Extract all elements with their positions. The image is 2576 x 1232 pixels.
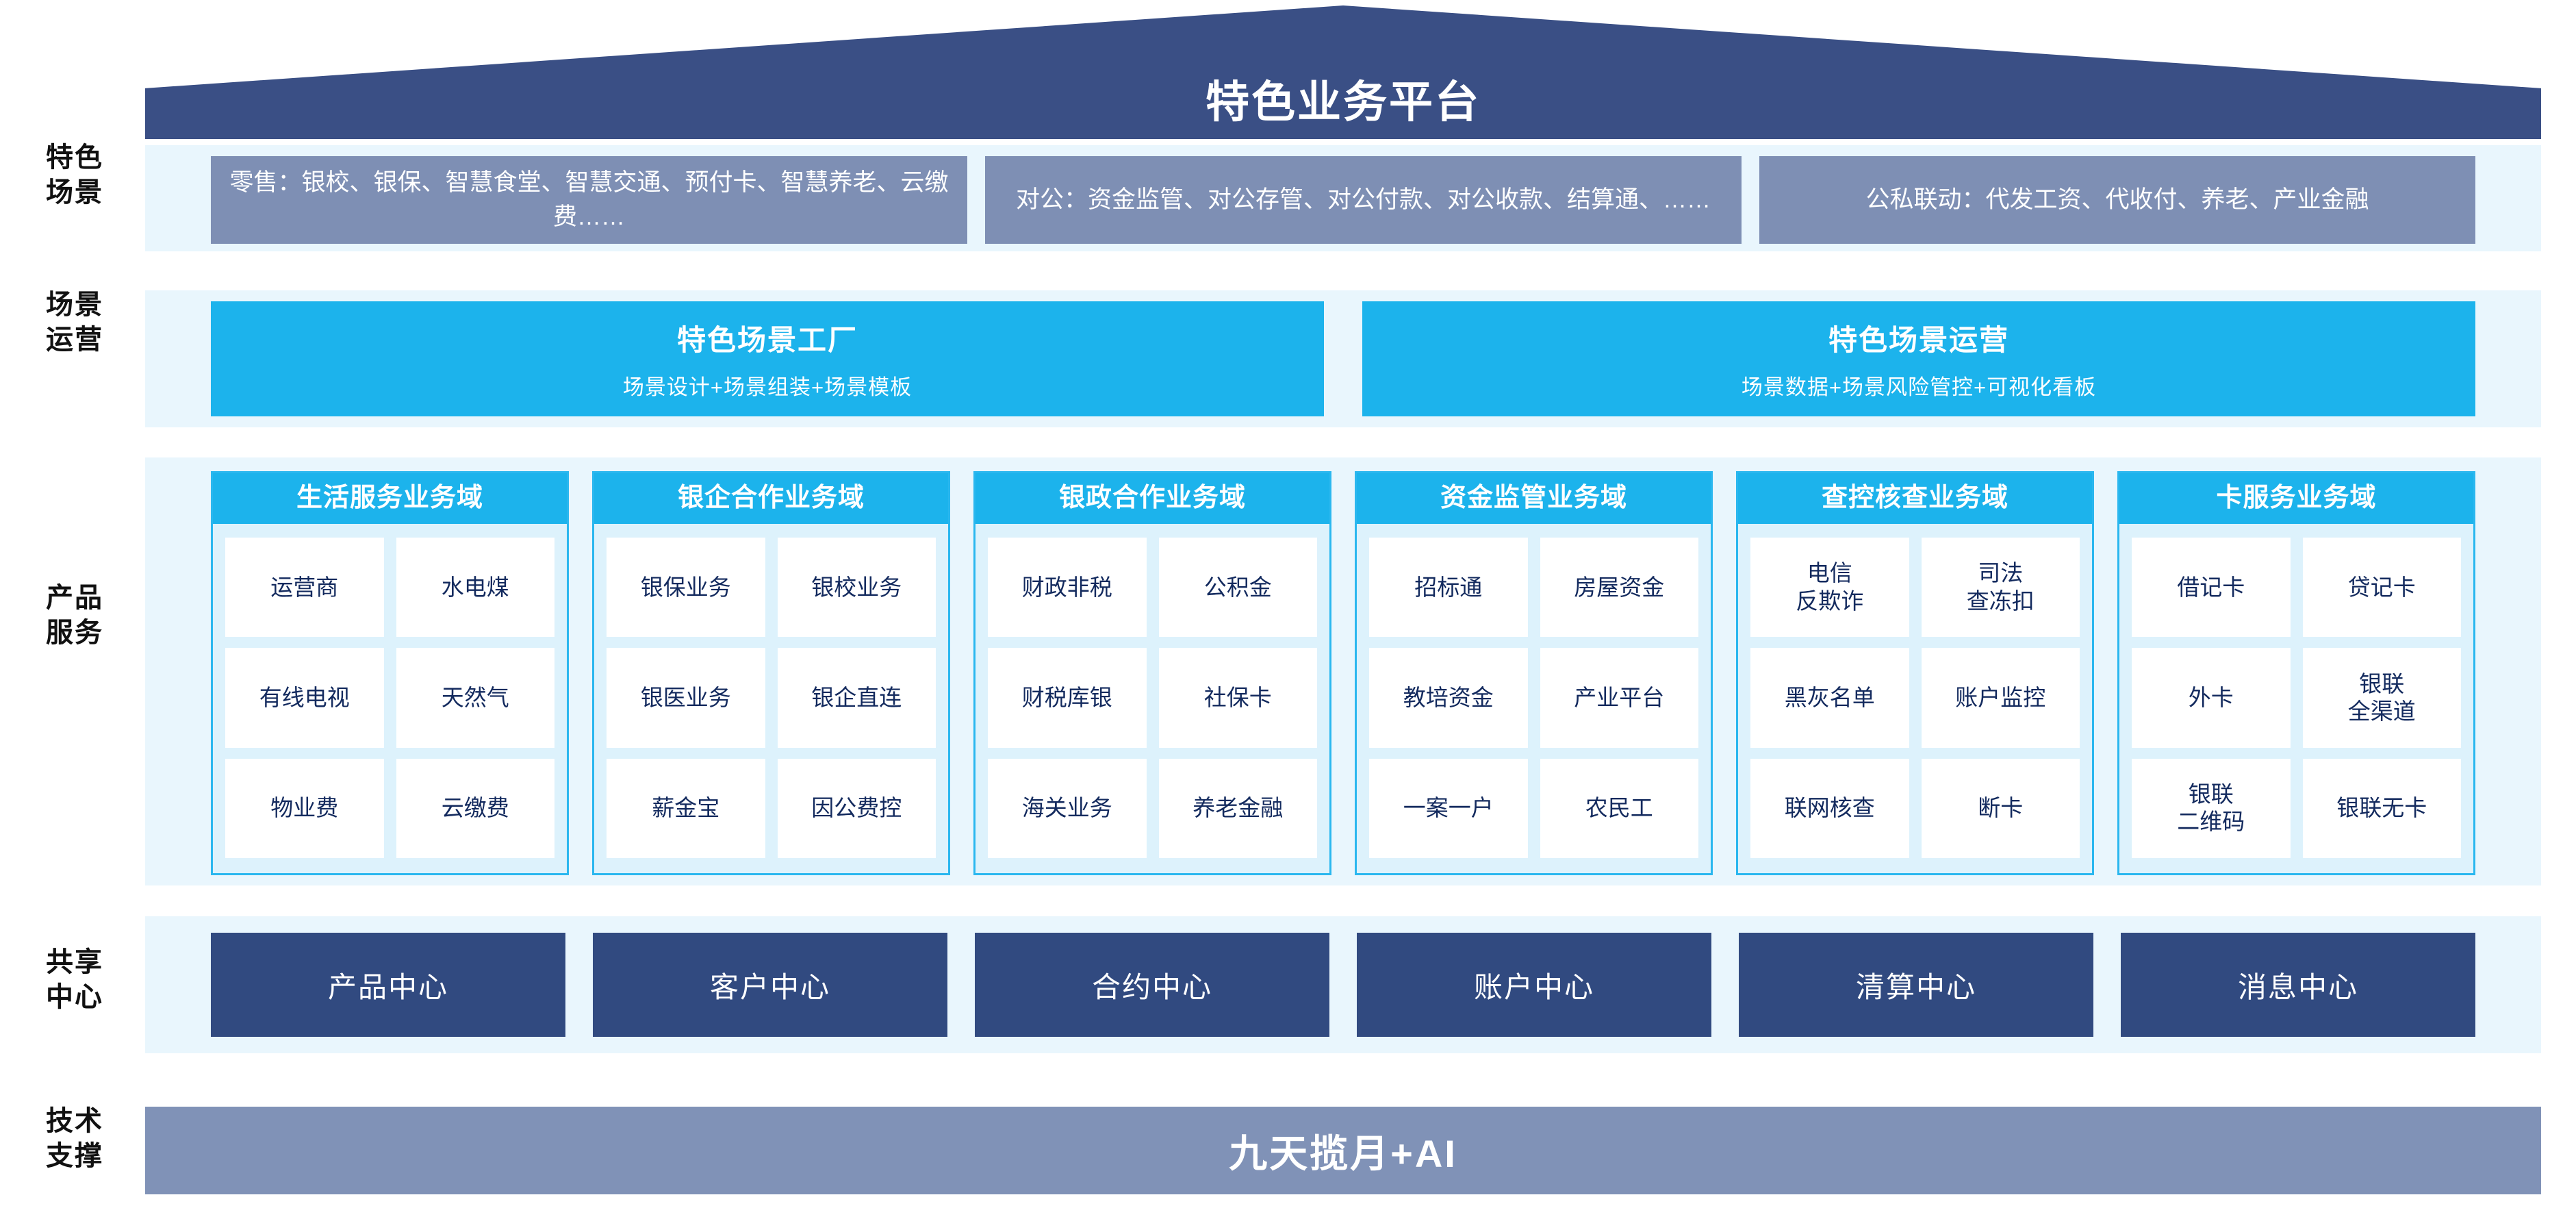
- domain-tile[interactable]: 运营商: [225, 538, 384, 638]
- domain-card-title: 银企合作业务域: [594, 473, 948, 524]
- domain-tile[interactable]: 物业费: [225, 758, 384, 858]
- domain-tile-grid: 银保业务 银校业务 银医业务 银企直连 薪金宝 因公费控: [594, 524, 948, 873]
- domain-tile[interactable]: 黑灰名单: [1750, 648, 1909, 748]
- domain-tile[interactable]: 银联 二维码: [2132, 758, 2291, 858]
- domain-tile[interactable]: 联网核查: [1750, 758, 1909, 858]
- domain-tile-grid: 运营商 水电煤 有线电视 天然气 物业费 云缴费: [213, 524, 567, 873]
- domain-tile-grid: 招标通 房屋资金 教培资金 产业平台 一案一户 农民工: [1357, 524, 1711, 873]
- shared-center-clearing[interactable]: 清算中心: [1739, 933, 2093, 1037]
- domain-tile[interactable]: 一案一户: [1369, 758, 1528, 858]
- operation-title: 特色场景工厂: [676, 324, 858, 356]
- domain-tile-grid: 借记卡 贷记卡 外卡 银联 全渠道 银联 二维码 银联无卡: [2119, 524, 2473, 873]
- product-domain-row: 生活服务业务域 运营商 水电煤 有线电视 天然气 物业费 云缴费 银企合作业务域…: [145, 471, 2541, 875]
- scene-operation-row: 特色场景工厂 场景设计+场景组装+场景模板 特色场景运营 场景数据+场景风险管控…: [145, 301, 2541, 416]
- domain-tile[interactable]: 有线电视: [225, 648, 384, 748]
- domain-tile[interactable]: 云缴费: [396, 758, 554, 858]
- domain-tile[interactable]: 薪金宝: [607, 758, 765, 858]
- domain-card-title: 银政合作业务域: [975, 473, 1329, 524]
- domain-tile[interactable]: 贷记卡: [2302, 538, 2461, 638]
- domain-tile-grid: 电信 反欺诈 司法 查冻扣 黑灰名单 账户监控 联网核查 断卡: [1738, 524, 2092, 873]
- page-title: 特色业务平台: [1206, 77, 1481, 127]
- scenario-box-public-private[interactable]: 公私联动：代发工资、代收付、养老、产业金融: [1759, 156, 2475, 244]
- shared-center-row: 产品中心 客户中心 合约中心 账户中心 清算中心 消息中心: [145, 933, 2541, 1037]
- domain-tile[interactable]: 公积金: [1158, 538, 1317, 638]
- domain-tile[interactable]: 电信 反欺诈: [1750, 538, 1909, 638]
- shared-center-contract[interactable]: 合约中心: [975, 933, 1329, 1037]
- domain-tile[interactable]: 水电煤: [396, 538, 554, 638]
- rail-label-tech-support: 技术 支撑: [46, 1106, 103, 1172]
- domain-tile[interactable]: 财政非税: [988, 538, 1147, 638]
- domain-card-title: 查控核查业务域: [1738, 473, 2092, 524]
- tech-support-bar[interactable]: 九天揽月+AI: [145, 1107, 2541, 1194]
- scenario-box-retail[interactable]: 零售：银校、银保、智慧食堂、智慧交通、预付卡、智慧养老、云缴费……: [211, 156, 967, 244]
- domain-tile[interactable]: 农民工: [1540, 758, 1698, 858]
- platform-roof-banner: 特色业务平台: [145, 5, 2541, 139]
- domain-tile[interactable]: 房屋资金: [1540, 538, 1698, 638]
- shared-center-account[interactable]: 账户中心: [1357, 933, 1711, 1037]
- domain-tile[interactable]: 账户监控: [1921, 648, 2080, 748]
- domain-card-life-service[interactable]: 生活服务业务域 运营商 水电煤 有线电视 天然气 物业费 云缴费: [211, 471, 569, 875]
- domain-tile[interactable]: 银企直连: [777, 648, 936, 748]
- operation-subtitle: 场景设计+场景组装+场景模板: [622, 375, 913, 399]
- operation-card-scene-operation[interactable]: 特色场景运营 场景数据+场景风险管控+可视化看板: [1362, 301, 2475, 416]
- domain-card-title: 卡服务业务域: [2119, 473, 2473, 524]
- domain-tile[interactable]: 招标通: [1369, 538, 1528, 638]
- scenario-box-corporate[interactable]: 对公：资金监管、对公存管、对公付款、对公收款、结算通、……: [985, 156, 1742, 244]
- rail-label-scene: 特色 场景: [46, 142, 103, 208]
- domain-tile[interactable]: 借记卡: [2132, 538, 2291, 638]
- shared-center-message[interactable]: 消息中心: [2121, 933, 2475, 1037]
- rail-label-product: 产品 服务: [46, 583, 103, 649]
- domain-card-title: 资金监管业务域: [1357, 473, 1711, 524]
- operation-subtitle: 场景数据+场景风险管控+可视化看板: [1741, 375, 2097, 399]
- domain-card-card-service[interactable]: 卡服务业务域 借记卡 贷记卡 外卡 银联 全渠道 银联 二维码 银联无卡: [2117, 471, 2475, 875]
- domain-tile[interactable]: 银校业务: [777, 538, 936, 638]
- operation-card-scene-factory[interactable]: 特色场景工厂 场景设计+场景组装+场景模板: [211, 301, 1324, 416]
- domain-tile[interactable]: 银保业务: [607, 538, 765, 638]
- domain-tile[interactable]: 银医业务: [607, 648, 765, 748]
- domain-card-bank-enterprise[interactable]: 银企合作业务域 银保业务 银校业务 银医业务 银企直连 薪金宝 因公费控: [592, 471, 950, 875]
- domain-tile[interactable]: 财税库银: [988, 648, 1147, 748]
- domain-tile[interactable]: 海关业务: [988, 758, 1147, 858]
- shared-center-customer[interactable]: 客户中心: [593, 933, 947, 1037]
- operation-title: 特色场景运营: [1828, 324, 2009, 356]
- domain-tile-grid: 财政非税 公积金 财税库银 社保卡 海关业务 养老金融: [975, 524, 1329, 873]
- rail-label-operation: 场景 运营: [46, 290, 103, 355]
- domain-card-fund-supervision[interactable]: 资金监管业务域 招标通 房屋资金 教培资金 产业平台 一案一户 农民工: [1355, 471, 1713, 875]
- domain-card-title: 生活服务业务域: [213, 473, 567, 524]
- domain-tile[interactable]: 因公费控: [777, 758, 936, 858]
- rail-label-shared-center: 共享 中心: [46, 947, 103, 1013]
- domain-tile[interactable]: 养老金融: [1158, 758, 1317, 858]
- domain-tile[interactable]: 社保卡: [1158, 648, 1317, 748]
- shared-center-product[interactable]: 产品中心: [211, 933, 565, 1037]
- domain-tile[interactable]: 产业平台: [1540, 648, 1698, 748]
- domain-tile[interactable]: 断卡: [1921, 758, 2080, 858]
- domain-tile[interactable]: 外卡: [2132, 648, 2291, 748]
- domain-card-investigation-control[interactable]: 查控核查业务域 电信 反欺诈 司法 查冻扣 黑灰名单 账户监控 联网核查 断卡: [1736, 471, 2094, 875]
- domain-tile[interactable]: 银联 全渠道: [2302, 648, 2461, 748]
- domain-tile[interactable]: 司法 查冻扣: [1921, 538, 2080, 638]
- scenario-row: 零售：银校、银保、智慧食堂、智慧交通、预付卡、智慧养老、云缴费…… 对公：资金监…: [145, 156, 2541, 244]
- domain-tile[interactable]: 天然气: [396, 648, 554, 748]
- domain-card-bank-government[interactable]: 银政合作业务域 财政非税 公积金 财税库银 社保卡 海关业务 养老金融: [973, 471, 1331, 875]
- domain-tile[interactable]: 银联无卡: [2302, 758, 2461, 858]
- domain-tile[interactable]: 教培资金: [1369, 648, 1528, 748]
